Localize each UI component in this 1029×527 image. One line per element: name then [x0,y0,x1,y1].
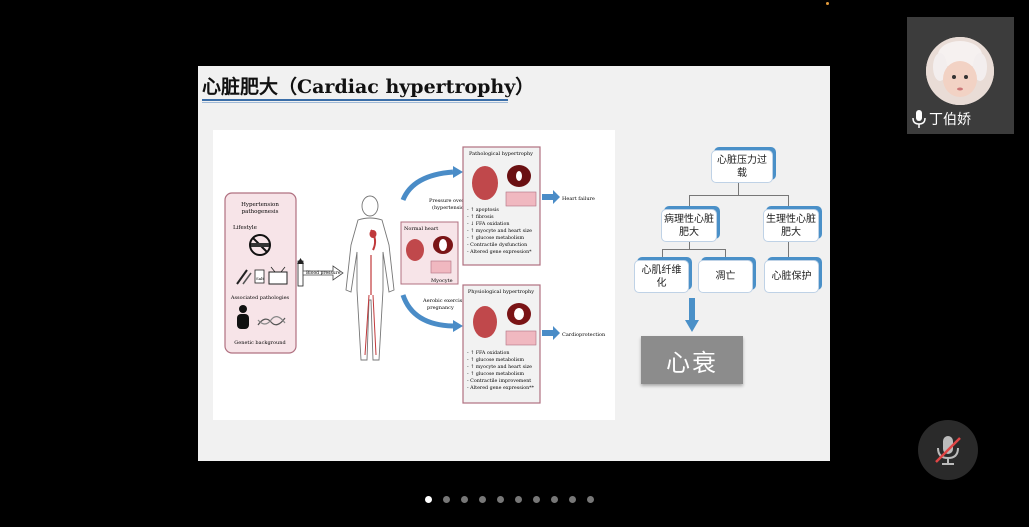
flow-pathological-box: 病理性心脏肥大 [661,209,717,242]
flow-fibrosis-box: 心肌纤维化 [634,260,689,293]
myocyte-label: Myocyte [431,278,453,284]
tv-icon [268,266,288,285]
svg-text:- ↑ glucose metabolism: - ↑ glucose metabolism [467,235,524,241]
connector [788,241,789,260]
knife-fork-icon [236,269,252,285]
dna-icon [257,316,286,326]
page-dot[interactable] [497,496,504,503]
page-dot[interactable] [569,496,576,503]
figure-svg: Hypertension pathogenesis Lifestyle Salt [224,146,606,404]
avatar [926,37,994,105]
associated-label: Associated pathologies [230,295,290,301]
heart-failure-arrow [542,190,560,204]
normal-heart-icon [406,239,424,261]
participant-tile[interactable]: 丁伯娇 [907,17,1014,134]
pressure-overload-sub: (hypertension) [432,204,469,211]
svg-text:- Altered gene expression**: - Altered gene expression** [467,385,535,391]
svg-text:- ↓ FFA oxidation: - ↓ FFA oxidation [467,221,509,227]
hypertension-title2: pathogenesis [242,209,279,215]
page-dot[interactable] [587,496,594,503]
svg-text:- ↑ FFA oxidation: - ↑ FFA oxidation [467,350,509,356]
svg-text:- ↑ myocyte and heart size: - ↑ myocyte and heart size [467,364,532,370]
salt-label: Salt [256,276,264,281]
page-dot[interactable] [479,496,486,503]
page-indicator [425,496,594,503]
connector [689,195,690,210]
flow-protection-box: 心脏保护 [764,260,819,293]
pathological-list: - ↑ apoptosis - ↑ fibrosis - ↓ FFA oxida… [467,207,532,255]
baby-avatar-icon [926,37,994,105]
pathological-myocyte-icon [505,191,537,207]
lifestyle-label: Lifestyle [233,225,257,231]
salt-shaker-icon: Salt [254,269,264,284]
muted-microphone-icon [935,436,961,465]
pathological-heart-icon [472,166,498,200]
heart-failure-box: 心衰 [641,336,743,384]
cardioprotection-arrow [542,326,560,340]
pressure-arrow [400,169,454,202]
flow-apoptosis-box: 凋亡 [698,260,753,293]
participant-name: 丁伯娇 [929,112,971,128]
connector [662,249,725,250]
svg-text:- ↑ fibrosis: - ↑ fibrosis [467,214,494,220]
aerobic-sub: pregnancy [427,305,454,311]
hypertension-title1: Hypertension [241,202,279,208]
svg-text:- Contractile improvement: - Contractile improvement [467,378,531,384]
notification-dot [826,2,829,5]
heart-failure-label: Heart failure [562,196,595,202]
flow-root-box: 心脏压力过载 [711,150,773,183]
physiological-myocyte-icon [505,330,537,346]
no-smoking-icon [249,234,271,256]
mute-button[interactable] [918,420,978,480]
genetic-label: Genetic background [234,340,286,346]
svg-text:- ↑ glucose metabolism: - ↑ glucose metabolism [467,371,524,377]
down-arrow-icon [685,298,699,332]
svg-text:- ↑ glucose metabolism: - ↑ glucose metabolism [467,357,524,363]
svg-text:- ↑ myocyte and heart size: - ↑ myocyte and heart size [467,228,532,234]
page-dot[interactable] [461,496,468,503]
page-dot[interactable] [425,496,432,503]
blood-pressure-label: Blood pressure [306,270,341,276]
connector [689,195,788,196]
person-silhouette-icon [237,305,249,329]
svg-text:- Contractile dysfunction: - Contractile dysfunction [467,242,527,248]
pressure-overload-label: Pressure overload [429,198,476,204]
microphone-icon [912,110,926,128]
page-dot[interactable] [551,496,558,503]
page-dot[interactable] [533,496,540,503]
hypertrophy-figure: Hypertension pathogenesis Lifestyle Salt [213,130,615,420]
myocyte-icon [430,260,452,274]
svg-text:- ↑ apoptosis: - ↑ apoptosis [467,207,499,213]
physiological-title: Physiological hypertrophy [468,289,534,295]
presentation-slide: 心脏肥大（Cardiac hypertrophy） Hypertension p… [198,66,830,461]
connector [738,183,739,195]
physiological-heart-icon [473,306,497,338]
connector [689,241,690,249]
cardioprotection-label: Cardioprotection [562,332,606,338]
svg-text:- Altered gene expression*: - Altered gene expression* [467,249,532,255]
page-dot[interactable] [515,496,522,503]
connector [788,195,789,210]
pathological-title: Pathological hypertrophy [469,151,533,157]
normal-heart-label: Normal heart [404,226,438,232]
title-underline-light [202,102,508,103]
blood-pressure-indicator: Blood pressure [297,258,344,287]
flow-physiological-box: 生理性心脏肥大 [763,209,819,242]
title-underline [202,99,508,101]
slide-title: 心脏肥大（Cardiac hypertrophy） [202,76,535,98]
physiological-list: - ↑ FFA oxidation - ↑ glucose metabolism… [467,350,535,391]
exercise-arrow [400,294,454,329]
page-dot[interactable] [443,496,450,503]
connector [725,249,726,260]
connector [662,249,663,260]
aerobic-label: Aerobic exercise and [422,298,477,304]
human-body-illustration [345,195,395,361]
